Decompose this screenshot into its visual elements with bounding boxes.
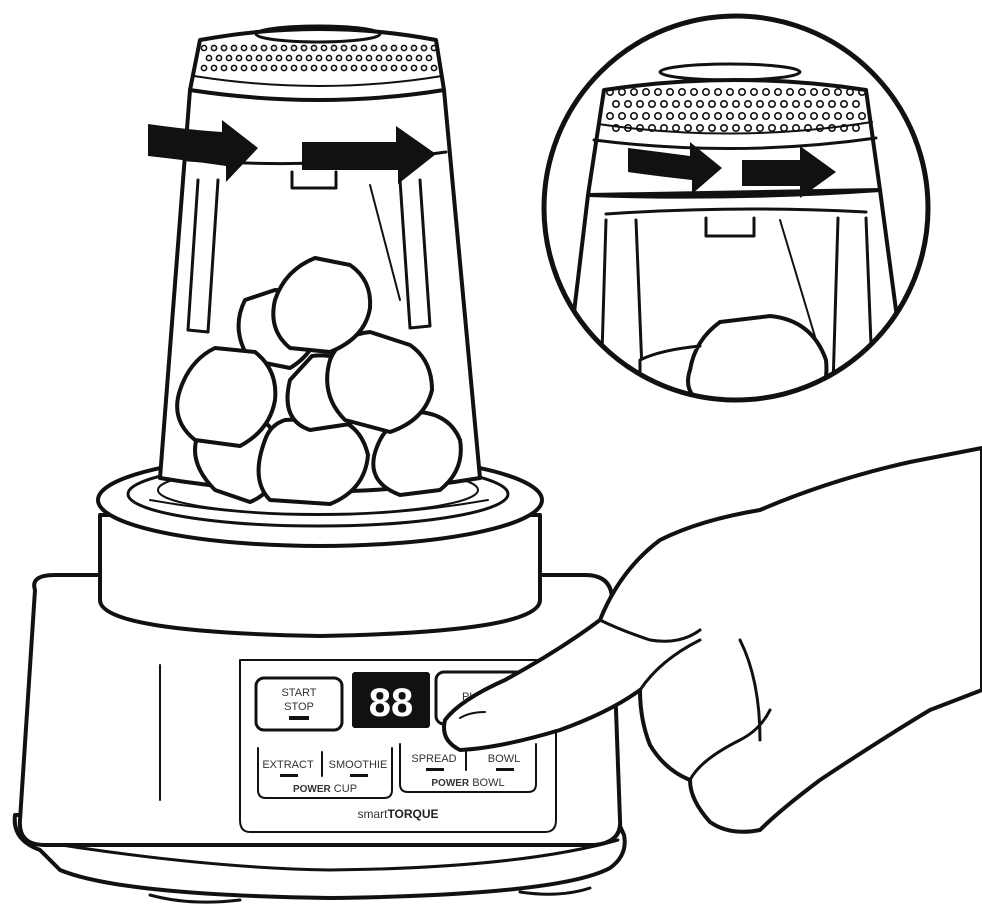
power-cup-label: POWER CUP bbox=[293, 783, 357, 795]
power-bowl-label: POWER BOWL bbox=[431, 777, 504, 789]
start-stop-indicator bbox=[289, 716, 309, 720]
smoothie-label: SMOOTHIE bbox=[329, 759, 388, 771]
cup-lid bbox=[190, 26, 444, 100]
digital-display: 88 bbox=[352, 672, 430, 728]
brand-logo: smartTORQUE bbox=[357, 807, 438, 821]
extract-label: EXTRACT bbox=[262, 759, 314, 771]
bowl-label: BOWL bbox=[488, 753, 520, 765]
start-label: START bbox=[281, 687, 316, 699]
display-digits: 88 bbox=[369, 681, 414, 725]
stop-label: STOP bbox=[284, 701, 314, 713]
spread-label: SPREAD bbox=[411, 753, 456, 765]
magnified-inset bbox=[544, 16, 928, 430]
start-stop-button[interactable]: START STOP bbox=[256, 678, 342, 730]
